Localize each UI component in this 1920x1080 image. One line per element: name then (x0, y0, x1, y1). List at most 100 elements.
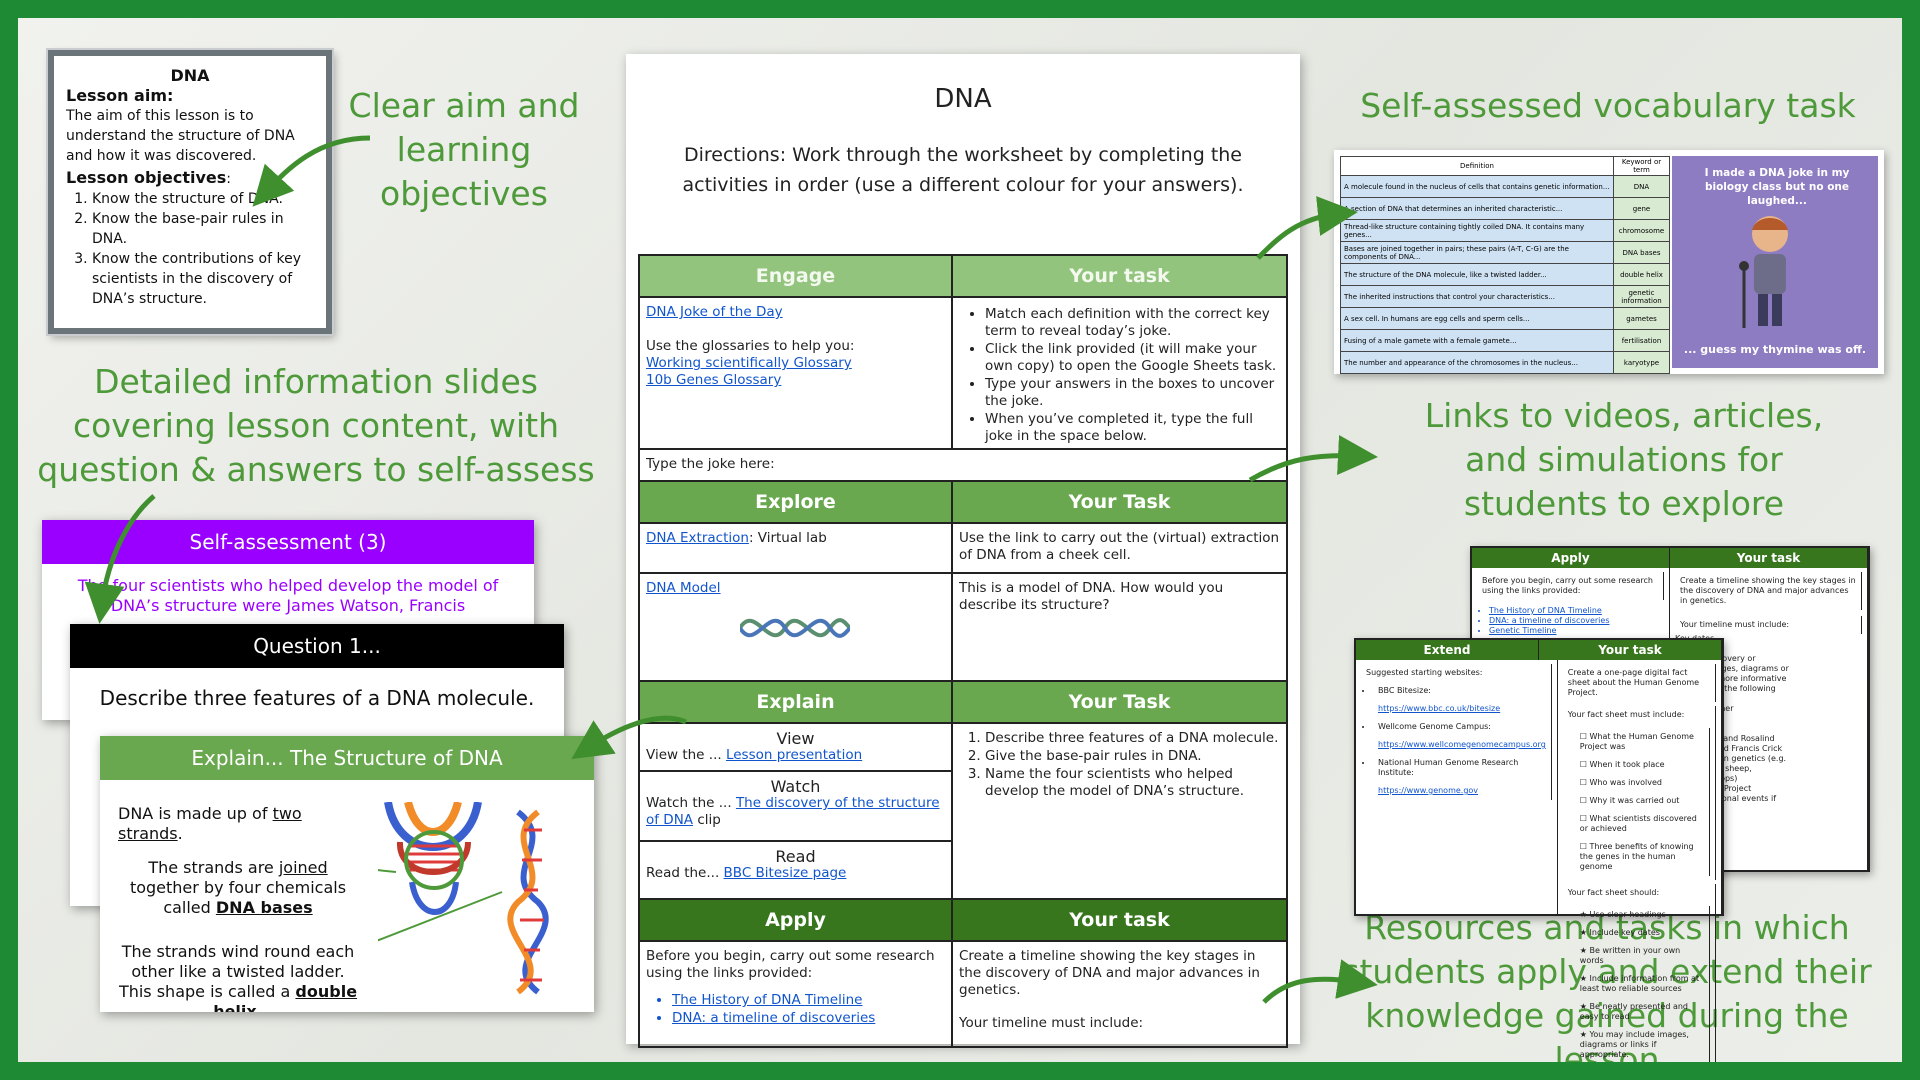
vocab-definition: The number and appearance of the chromos… (1340, 351, 1614, 374)
extend-site-item: National Human Genome Research Institute… (1373, 754, 1552, 800)
discovery-video-link[interactable]: The discovery of the structure of DNA (646, 795, 940, 828)
dna-helix-illustration (378, 802, 549, 995)
extend-star-list: ★ Use clear headings★ Include key dates★… (1563, 902, 1716, 1062)
apply-intro: Before you begin, carry out some researc… (646, 948, 935, 981)
objective-item: Know the contributions of key scientists… (92, 249, 314, 309)
lesson-presentation-link[interactable]: Lesson presentation (725, 747, 863, 763)
apply-card-link[interactable]: The History of DNA Timeline (1489, 606, 1664, 616)
apply-header: Apply (640, 900, 953, 940)
extend-site-link[interactable]: https://www.bbc.co.uk/bitesize (1373, 700, 1552, 718)
task-item: Give the base-pair rules in DNA. (985, 748, 1280, 765)
extend-site-link[interactable]: https://www.wellcomegenomecampus.org (1373, 736, 1552, 754)
canvas: DNA Lesson aim: The aim of this lesson i… (18, 18, 1902, 1062)
apply-card-link[interactable]: Genetic Timeline (1489, 626, 1664, 636)
vocab-row: Fusing of a male gamete with a female ga… (1340, 329, 1670, 352)
apply-task: Create a timeline showing the key stages… (959, 948, 1260, 998)
star-item: ★ Use clear headings (1568, 906, 1710, 924)
apply-card-task-header: Your task (1670, 548, 1868, 568)
explore-task-header: Your Task (953, 482, 1286, 522)
engage-task-header: Your task (953, 256, 1286, 296)
checkbox-icon[interactable]: ☐ (1579, 842, 1590, 851)
extraction-task: Use the link to carry out the (virtual) … (959, 530, 1280, 563)
extend-site-item: Wellcome Genome Campus:https://www.wellc… (1373, 718, 1552, 754)
apply-card-include: Your timeline must include: (1675, 616, 1862, 634)
explore-header-row: Explore Your Task (640, 482, 1286, 524)
dna-model-link[interactable]: DNA Model (646, 580, 721, 596)
explain-task-header: Your Task (953, 682, 1286, 722)
vocab-keyword-input[interactable]: gene (1613, 197, 1670, 220)
callout-resources: Resources and tasks in which students ap… (1342, 908, 1872, 1062)
apply-task-header: Your task (953, 900, 1286, 940)
checkbox-item[interactable]: ☐ Who was involved (1568, 774, 1710, 792)
checkbox-item[interactable]: ☐ Why it was carried out (1568, 792, 1710, 810)
vocab-keyword-input[interactable]: gametes (1613, 307, 1670, 330)
checkbox-icon[interactable]: ☐ (1579, 796, 1590, 805)
apply-card-item: s Watson and Francis Crick (1675, 744, 1783, 753)
apply-card-item: clude additional events if (1675, 794, 1777, 803)
slide-text: The four scientists who helped develop t… (77, 576, 499, 615)
col-definition: Definition (1340, 156, 1614, 176)
objectives-colon: : (226, 171, 231, 187)
vocab-definition: A sex cell. In humans are egg cells and … (1340, 307, 1614, 330)
vocab-keyword-input[interactable]: karyotype (1613, 351, 1670, 374)
checkbox-item[interactable]: ☐ Three benefits of knowing the genes in… (1568, 838, 1710, 876)
vocab-keyword-input[interactable]: double helix (1613, 263, 1670, 286)
apply-card-item: and include the following (1675, 684, 1776, 693)
vocab-keyword-input[interactable]: DNA (1613, 175, 1670, 198)
joke-prompt: Type the joke here: (646, 456, 775, 472)
working-scientifically-glossary-link[interactable]: Working scientifically Glossary (646, 355, 852, 371)
checkbox-icon[interactable]: ☐ (1579, 732, 1590, 741)
joke-answer: ... guess my thymine was off. (1683, 343, 1867, 356)
task-item: Click the link provided (it will make yo… (985, 341, 1280, 375)
joke-question: I made a DNA joke in my biology class bu… (1704, 167, 1850, 207)
extend-site-item: BBC Bitesize:https://www.bbc.co.uk/bites… (1373, 682, 1552, 718)
history-timeline-link[interactable]: The History of DNA Timeline (672, 992, 945, 1009)
genes-glossary-link[interactable]: 10b Genes Glossary (646, 372, 782, 388)
slide-line-2: The strands are joined together by four … (129, 858, 347, 917)
star-item: ★ Include information from at least two … (1568, 970, 1710, 998)
apply-card-item: include images, diagrams or (1675, 664, 1789, 673)
objective-item: Know the base-pair rules in DNA. (92, 209, 314, 249)
checkbox-icon[interactable]: ☐ (1579, 760, 1590, 769)
checkbox-icon[interactable]: ☐ (1579, 814, 1590, 823)
explore-extraction-row: DNA Extraction: Virtual lab Use the link… (640, 524, 1286, 574)
bbc-bitesize-link[interactable]: BBC Bitesize page (723, 865, 847, 881)
arrow-vocab (1256, 196, 1358, 260)
vocab-keyword-input[interactable]: DNA bases (1613, 241, 1670, 264)
aim-heading: Lesson aim: (66, 86, 174, 105)
star-item: ★ Be neatly presented and easy to read (1568, 998, 1710, 1026)
checkbox-item[interactable]: ☐ When it took place (1568, 756, 1710, 774)
extend-site-list: BBC Bitesize:https://www.bbc.co.uk/bites… (1361, 682, 1552, 800)
apply-card-link[interactable]: DNA: a timeline of discoveries (1489, 616, 1664, 626)
task-item: Describe three features of a DNA molecul… (985, 730, 1280, 747)
dna-model-image[interactable] (738, 603, 852, 653)
task-item: When you’ve completed it, type the full … (985, 411, 1280, 445)
checkbox-item[interactable]: ☐ What the Human Genome Project was (1568, 728, 1710, 756)
extend-site-link[interactable]: https://www.genome.gov (1373, 782, 1552, 800)
checkbox-item[interactable]: ☐ What scientists discovered or achieved (1568, 810, 1710, 838)
joke-answer-row[interactable]: Type the joke here: (640, 450, 1286, 482)
aim-card-title: DNA (170, 66, 210, 85)
slide-text: Describe three features of a DNA molecul… (99, 686, 535, 710)
callout-arrows (84, 135, 1378, 1004)
extend-site-name: National Human Genome Research Institute… (1373, 754, 1552, 782)
timeline-discoveries-link[interactable]: DNA: a timeline of discoveries (672, 1010, 945, 1027)
star-icon: ★ (1579, 928, 1590, 937)
extend-card-header: Extend (1356, 640, 1539, 660)
explain-header: Explain (640, 682, 953, 722)
slide-title: Question 1... (70, 624, 564, 668)
apply-card-intro: Before you begin, carry out some researc… (1477, 572, 1664, 600)
slide-explain: Explain... The Structure of DNA DNA is m… (100, 736, 594, 1012)
vocab-definition: Fusing of a male gamete with a female ga… (1340, 329, 1614, 352)
arrow-aim (252, 135, 371, 207)
dna-extraction-link[interactable]: DNA Extraction (646, 530, 749, 546)
joke-of-day-link[interactable]: DNA Joke of the Day (646, 304, 783, 320)
apply-link-list: The History of DNA Timeline DNA: a timel… (646, 992, 945, 1027)
vocab-row: Thread-like structure containing tightly… (1340, 219, 1670, 242)
engage-task-list: Match each definition with the correct k… (959, 306, 1280, 445)
checkbox-icon[interactable]: ☐ (1579, 778, 1590, 787)
apply-card-item: y timeline more informative (1675, 674, 1787, 683)
read-title: Read (775, 847, 816, 866)
joke-panel: I made a DNA joke in my biology class bu… (1672, 156, 1878, 368)
